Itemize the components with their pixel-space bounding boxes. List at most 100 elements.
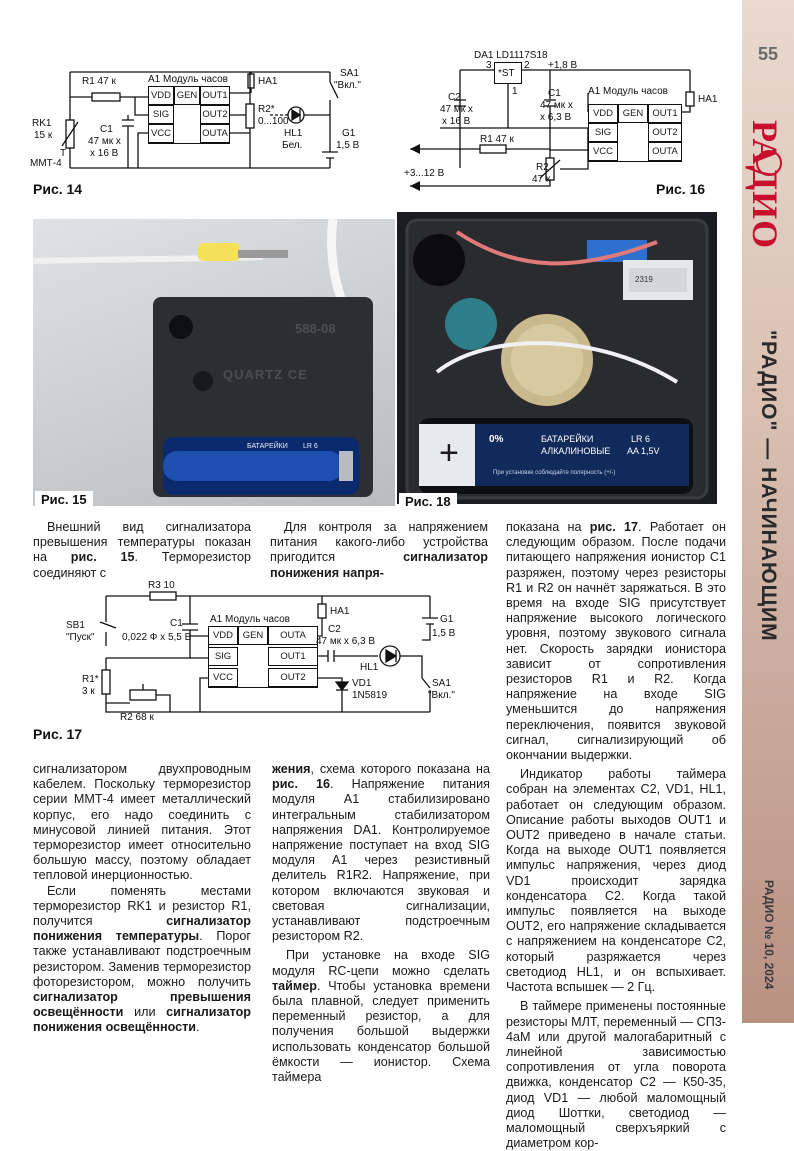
section-title: "РАДИО" — НАЧИНАЮЩИМ	[757, 330, 780, 642]
column1-top-text: Внешний вид сигнализатора превышения тем…	[33, 520, 251, 581]
svg-text:+: +	[439, 434, 459, 472]
fig14-sa1-label: SA1	[340, 68, 359, 79]
fig16-pin3: 3	[486, 60, 492, 71]
column1-top-intro: Внешний вид сигнализатора превышения тем…	[33, 520, 251, 565]
fig18-battery-label: БАТАРЕЙКИ	[541, 434, 594, 444]
fig14-hl1-color: Бел.	[282, 140, 303, 151]
fig18-battery-type: АЛКАЛИНОВЫЕ	[541, 446, 611, 456]
fig14-r2-value: 0...100	[258, 116, 289, 127]
fig17-ha1-label: HA1	[330, 606, 350, 617]
fig16-da1-label: DA1 LD1117S18	[474, 50, 548, 61]
column2-top-text: Для контроля за напряжением питания како…	[270, 520, 488, 581]
fig14-rk1-type: ММТ-4	[30, 158, 62, 169]
ref-fig15: рис. 15	[70, 550, 135, 565]
column3-text: показана на рис. 17. Работает он следующ…	[506, 520, 726, 1151]
c1p2-c: . Порог также устанавливают подстроечным…	[33, 929, 251, 989]
fig17-r3-label: R3 10	[148, 580, 175, 591]
c1p2-e: или	[123, 1005, 167, 1020]
fig14-c1-value: 47 мк х	[88, 136, 121, 147]
figure-18-caption: Рис. 18	[399, 493, 457, 510]
column2-lower-text: жения, схема которого показана на рис. 1…	[272, 762, 490, 1085]
c2p1-c: . Напряжение питания модуля A1 стабилизи…	[272, 777, 490, 944]
fig15-stamp: 588-08	[295, 321, 336, 336]
term-voltage-end: жения	[272, 762, 311, 776]
fig14-rk1-t: T	[60, 148, 67, 159]
fig14-pin-gen: GEN	[174, 86, 200, 105]
fig16-c2-voltage: х 16 В	[442, 116, 471, 127]
fig18-battery-brand: 0%	[489, 434, 504, 445]
column3-paragraph-1: показана на рис. 17. Работает он следующ…	[506, 520, 726, 763]
fig17-g1-label: G1	[440, 614, 454, 625]
fig16-regulator-da1	[494, 62, 522, 84]
figure-15-photo: 588-08 QUARTZ CE БАТАРЕЙКИ LR 6	[33, 219, 395, 506]
fig17-sb1-state: "Пуск"	[66, 632, 95, 643]
ref-fig16: рис. 16	[272, 777, 331, 792]
column2-paragraph-2: При установке на входе SIG модуля RC-цеп…	[272, 948, 490, 1085]
figure-14-schematic: VDD GEN OUT1 SIG OUT2 VCC OUTA R1 47 к A…	[30, 60, 400, 185]
c2p1-b: , схема которого показана на	[310, 762, 490, 776]
column1-paragraph-1: сигнализатором двухпроводным кабелем. По…	[33, 762, 251, 883]
fig18-photo-art: +	[405, 218, 709, 500]
figure-18-photo: + 0% БАТАРЕЙКИ АЛКАЛИНОВЫЕ LR 6 AA 1,5V …	[397, 212, 717, 504]
fig17-vd1-label: VD1	[352, 678, 372, 689]
fig17-vd1-type: 1N5819	[352, 690, 388, 701]
fig16-vin: +3...12 В	[404, 168, 445, 179]
fig16-c1-voltage: х 6,3 В	[540, 112, 572, 123]
issue-label: РАДИО № 10, 2024	[762, 880, 776, 990]
c2p2-c: . Чтобы установка времени была плавной, …	[272, 978, 490, 1085]
fig17-sa1-state: "Вкл."	[428, 690, 455, 701]
fig15-photo-art	[33, 219, 373, 497]
logo-emblem-icon	[756, 150, 782, 176]
figure-14-caption: Рис. 14	[33, 181, 83, 197]
fig14-sa1-state: "Вкл."	[334, 80, 361, 91]
fig17-r1-value: 3 к	[82, 686, 95, 697]
fig17-wires	[99, 591, 438, 713]
fig17-g1-value: 1,5 В	[432, 628, 456, 639]
page-number: 55	[757, 44, 779, 64]
fig17-module-label: A1 Модуль часов	[210, 614, 290, 625]
term-high-light-alarm: сигнализатор превышения освещённости	[33, 990, 251, 1020]
fig14-pin-out2: OUT2	[200, 105, 230, 124]
fig14-pin-vdd: VDD	[148, 86, 174, 105]
column1-top-tail: . Терморезистор соединяют с	[33, 550, 251, 580]
fig16-pin-out1: OUT1	[648, 104, 682, 123]
fig14-g1-value: 1,5 В	[336, 140, 360, 151]
fig17-c1-label: C1	[170, 618, 183, 629]
fig14-module-label: A1 Модуль часов	[148, 74, 228, 85]
fig14-rk1-value: 15 к	[34, 130, 53, 141]
fig14-rk1-label: RK1	[32, 118, 52, 129]
fig14-c1-label: C1	[100, 124, 113, 135]
fig16-pin-sig: SIG	[588, 123, 618, 142]
column1-paragraph-2: Если поменять местами терморезистор RK1 …	[33, 884, 251, 1036]
fig14-pin-out1: OUT1	[200, 86, 230, 105]
column2-top-intro: Для контроля за напряжением питания како…	[270, 520, 488, 565]
fig14-wires	[61, 71, 339, 169]
figure-17-caption: Рис. 17	[33, 726, 83, 742]
fig16-pin-outa: OUTA	[648, 142, 682, 161]
term-low-temp-alarm: сигнализатор понижения температуры	[33, 914, 251, 944]
fig17-pin-vcc: VCC	[208, 668, 238, 687]
fig14-c1-voltage: х 16 В	[90, 148, 119, 159]
figure-16-caption: Рис. 16	[656, 181, 706, 197]
fig16-pin-vdd: VDD	[588, 104, 618, 123]
column3-paragraph-2: Индикатор работы таймера собран на элеме…	[506, 767, 726, 995]
fig14-pin-sig: SIG	[148, 105, 174, 124]
fig15-brand: QUARTZ CE	[223, 367, 308, 382]
fig16-regulator-st: *ST	[498, 68, 515, 79]
fig16-ha1-label: HA1	[698, 94, 718, 105]
fig18-battery-note: При установке соблюдайте полярность (+/-…	[493, 470, 616, 476]
c3p1-b: . Работает он следующим образом. После п…	[506, 520, 726, 763]
fig18-chip-label: 2319	[635, 275, 653, 284]
column3-paragraph-3: В таймере применены постоянные резисторы…	[506, 999, 726, 1151]
fig17-sa1-label: SA1	[432, 678, 451, 689]
fig14-pin-outa: OUTA	[200, 124, 230, 143]
fig17-r1-label: R1*	[82, 674, 99, 685]
c2p2-a: При установке на входе SIG модуля RC-цеп…	[272, 948, 490, 978]
fig16-r2-label: R2	[536, 162, 549, 173]
fig18-battery-size: AA 1,5V	[627, 446, 660, 456]
fig14-pin-vcc: VCC	[148, 124, 174, 143]
fig15-battery-code: LR 6	[303, 443, 318, 450]
c3p1-a: показана на	[506, 520, 590, 534]
fig16-r1-label: R1 47 к	[480, 134, 514, 145]
fig16-pin2: 2	[524, 60, 530, 71]
